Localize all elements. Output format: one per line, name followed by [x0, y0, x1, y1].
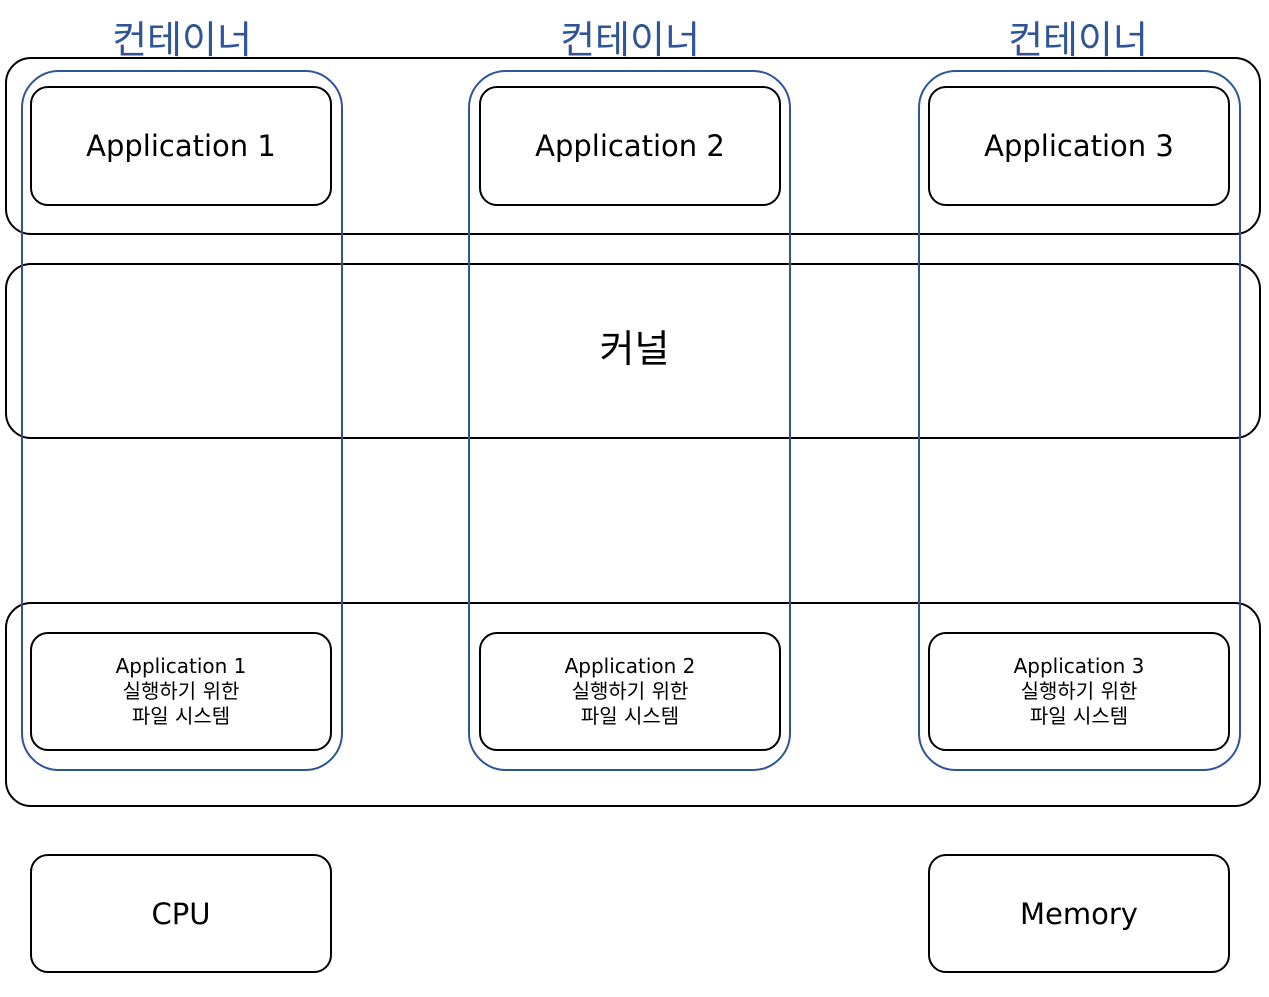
filesystem-line: 파일 시스템: [131, 704, 231, 728]
memory-label: Memory: [1020, 896, 1138, 931]
application-box-1: Application 1: [30, 86, 332, 206]
container-label-2: 컨테이너: [560, 18, 700, 62]
memory-box: Memory: [928, 854, 1230, 973]
filesystem-text-2: Application 2 실행하기 위한 파일 시스템: [565, 654, 696, 729]
cpu-box: CPU: [30, 854, 332, 973]
filesystem-box-1: Application 1 실행하기 위한 파일 시스템: [30, 632, 332, 751]
filesystem-line: 파일 시스템: [1029, 704, 1129, 728]
container-label-1: 컨테이너: [112, 18, 252, 62]
kernel-label: 커널: [599, 327, 670, 371]
application-layer: [5, 57, 1261, 235]
filesystem-line: 실행하기 위한: [571, 679, 689, 703]
filesystem-line: Application 2: [564, 654, 696, 678]
filesystem-box-3: Application 3 실행하기 위한 파일 시스템: [928, 632, 1230, 751]
container-label-3: 컨테이너: [1008, 18, 1148, 62]
container-frame-2: [468, 70, 791, 771]
container-frame-3: [918, 70, 1241, 771]
filesystem-line: 실행하기 위한: [1020, 679, 1138, 703]
filesystem-box-2: Application 2 실행하기 위한 파일 시스템: [479, 632, 781, 751]
filesystem-layer: [5, 602, 1261, 807]
filesystem-line: Application 1: [115, 654, 247, 678]
filesystem-line: Application 3: [1013, 654, 1145, 678]
filesystem-line: 실행하기 위한: [122, 679, 240, 703]
filesystem-text-1: Application 1 실행하기 위한 파일 시스템: [116, 654, 247, 729]
filesystem-text-3: Application 3 실행하기 위한 파일 시스템: [1014, 654, 1145, 729]
application-label-1: Application 1: [86, 129, 276, 163]
application-label-3: Application 3: [984, 129, 1174, 163]
kernel-layer: [5, 263, 1261, 439]
container-frame-1: [21, 70, 343, 771]
application-box-2: Application 2: [479, 86, 781, 206]
cpu-label: CPU: [151, 896, 211, 931]
application-label-2: Application 2: [535, 129, 725, 163]
filesystem-line: 파일 시스템: [580, 704, 680, 728]
application-box-3: Application 3: [928, 86, 1230, 206]
